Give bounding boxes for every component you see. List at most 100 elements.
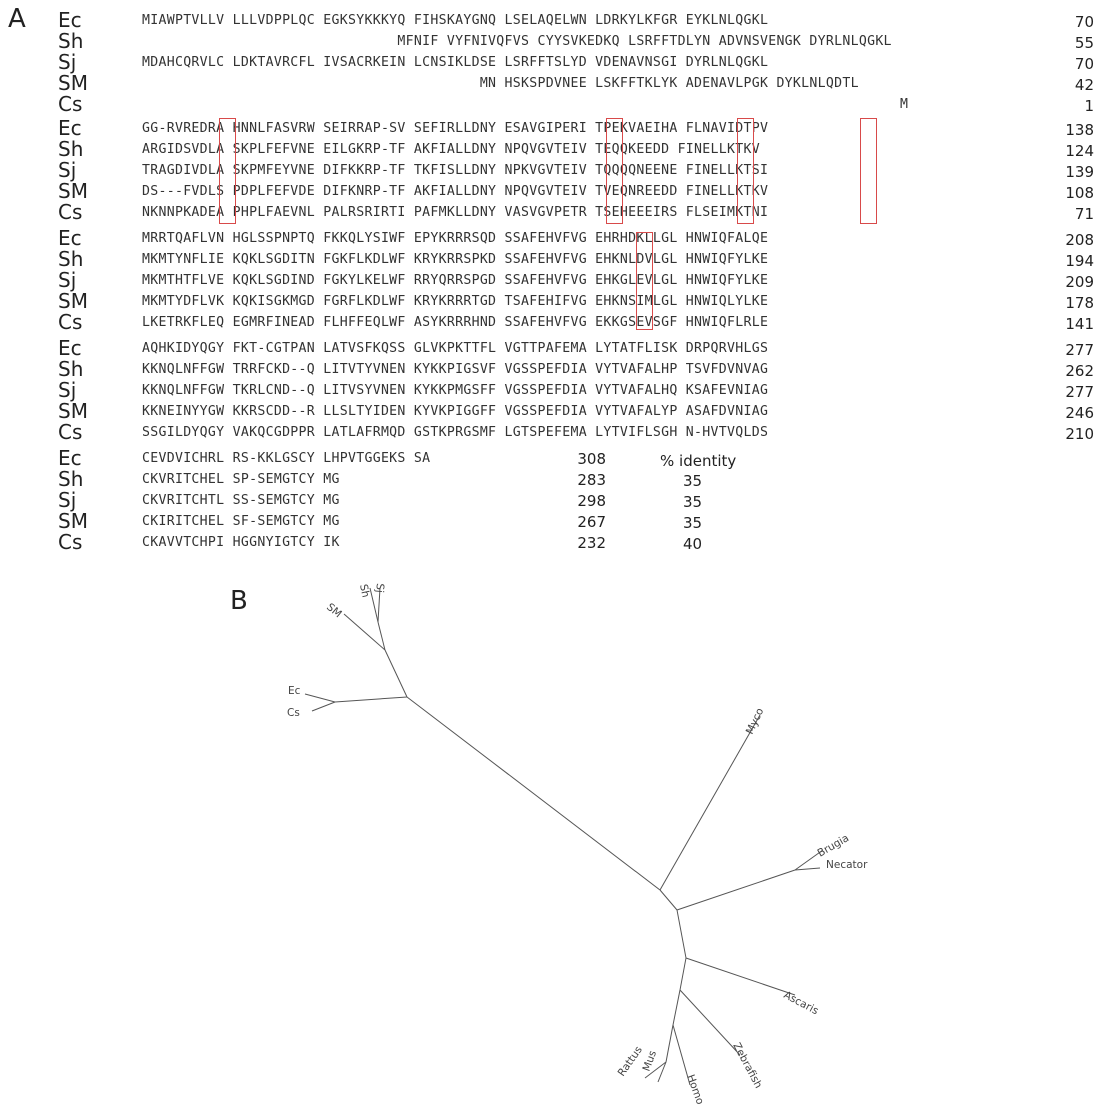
residue-position: 208 bbox=[1065, 231, 1094, 249]
residue-position: 124 bbox=[1065, 142, 1094, 160]
tree-branch bbox=[659, 889, 678, 911]
residue-position: 246 bbox=[1065, 404, 1094, 422]
species-label: Ec bbox=[58, 116, 82, 140]
tree-leaf-label: Myco bbox=[744, 706, 766, 736]
alignment-row: Sj MDAHCQRVLC LDKTAVRCFL IVSACRKEIN LCNSI… bbox=[0, 50, 1112, 75]
species-label: Cs bbox=[58, 420, 83, 444]
tree-branch bbox=[794, 849, 824, 871]
residue-position: 277 bbox=[1065, 383, 1094, 401]
species-label: Cs bbox=[58, 200, 83, 224]
alignment-panel: A Ec MIAWPTVLLV LLLVDPPLQC EGKSYKKKYQ FIH… bbox=[0, 4, 1112, 554]
sequence-text: AQHKIDYQGY FKT-CGTPAN LATVSFKQSS GLVKPKT… bbox=[142, 341, 769, 356]
tree-branch bbox=[676, 869, 796, 911]
tree-branch bbox=[657, 1061, 667, 1083]
tree-branch bbox=[406, 696, 661, 891]
residue-position: 262 bbox=[1065, 362, 1094, 380]
tree-branch bbox=[672, 989, 681, 1026]
percent-identity-value: 40 bbox=[683, 535, 703, 553]
species-label: SM bbox=[58, 71, 88, 95]
percent-identity-value: 35 bbox=[683, 472, 703, 490]
sequence-text: DS---FVDLS PDPLFEFVDE DIFKNRP-TF AKFIALL… bbox=[142, 184, 769, 199]
tree-leaf-label: Brugia bbox=[816, 832, 852, 859]
alignment-row: Cs NKNNPKADEA PHPLFAEVNL PALRSRIRTI PAFMK… bbox=[0, 200, 1112, 225]
tree-branch bbox=[672, 1024, 691, 1086]
tree-branch bbox=[794, 867, 821, 871]
tree-branch bbox=[343, 613, 386, 651]
sequence-text: MKMTYDFLVK KQKISGKMGD FGRFLKDLWF KRYKRRR… bbox=[142, 294, 769, 309]
tree-leaf-label: Necator bbox=[826, 859, 868, 871]
species-label: Ec bbox=[58, 336, 82, 360]
species-label: SM bbox=[58, 179, 88, 203]
residue-position: 141 bbox=[1065, 315, 1094, 333]
tree-leaf-label: Sh bbox=[357, 583, 372, 599]
sequence-length: 267 bbox=[577, 513, 606, 531]
residue-position: 277 bbox=[1065, 341, 1094, 359]
alignment-row: SM MN HSKSPDVNEE LSKFFTKLYK ADENAVLPGK D… bbox=[0, 71, 1112, 96]
alignment-row: Sh MFNIF VYFNIVQFVS CYYSVKEDKQ LSRFFTDLY… bbox=[0, 30, 1112, 54]
alignment-row: Ec AQHKIDYQGY FKT-CGTPAN LATVSFKQSS GLVKP… bbox=[0, 336, 1112, 361]
species-label: SM bbox=[58, 509, 88, 533]
sequence-text: M bbox=[142, 97, 909, 112]
species-label: Sj bbox=[58, 158, 77, 182]
species-label: Ec bbox=[58, 446, 82, 470]
tree-leaf-label: Sj bbox=[373, 583, 386, 594]
tree-branch bbox=[676, 909, 687, 959]
tree-leaf-label: Homo bbox=[684, 1073, 706, 1106]
sequence-text: MN HSKSPDVNEE LSKFFTKLYK ADENAVLPGK DYKL… bbox=[142, 76, 859, 91]
conserved-residue-box bbox=[219, 118, 236, 224]
tree-branch bbox=[334, 696, 408, 703]
sequence-text: MDAHCQRVLC LDKTAVRCFL IVSACRKEIN LCNSIKL… bbox=[142, 55, 769, 70]
tree-branch bbox=[304, 693, 336, 703]
sequence-text: KKNQLNFFGW TRRFCKD--Q LITVTYVNEN KYKKPIG… bbox=[142, 362, 769, 377]
sequence-text: NKNNPKADEA PHPLFAEVNL PALRSRIRTI PAFMKLL… bbox=[142, 205, 769, 220]
sequence-length: 232 bbox=[577, 534, 606, 552]
percent-identity-value: 35 bbox=[683, 493, 703, 511]
sequence-text: MFNIF VYFNIVQFVS CYYSVKEDKQ LSRFFTDLYN A… bbox=[142, 34, 892, 49]
conserved-residue-box bbox=[737, 118, 754, 224]
tree-leaf-label: Ascaris bbox=[782, 989, 821, 1017]
species-label: Sj bbox=[58, 50, 77, 74]
species-label: Cs bbox=[58, 92, 83, 116]
tree-leaf-label: Cs bbox=[287, 707, 300, 719]
panel-a-label: A bbox=[8, 4, 26, 34]
sequence-text: CKIRITCHEL SF-SEMGTCY MG bbox=[142, 514, 340, 529]
tree-leaf-label: Zebrafish bbox=[730, 1041, 764, 1091]
species-label: Sh bbox=[58, 357, 84, 381]
sequence-text: LKETRKFLEQ EGMRFINEAD FLHFFEQLWF ASYKRRR… bbox=[142, 315, 769, 330]
tree-branch bbox=[665, 1024, 674, 1063]
tree-branch bbox=[311, 701, 336, 712]
species-label: Ec bbox=[58, 8, 82, 32]
tree-branch bbox=[679, 989, 741, 1056]
sequence-text: ARGIDSVDLA SKPLFEFVNE EILGKRP-TF AKFIALL… bbox=[142, 142, 760, 157]
residue-position: 138 bbox=[1065, 121, 1094, 139]
species-label: Sh bbox=[58, 467, 84, 491]
residue-position: 42 bbox=[1074, 76, 1094, 94]
residue-position: 210 bbox=[1065, 425, 1094, 443]
species-label: Ec bbox=[58, 226, 82, 250]
tree-branch bbox=[384, 649, 408, 698]
alignment-row: SM DS---FVDLS PDPLFEFVDE DIFKNRP-TF AKFIA… bbox=[0, 179, 1112, 204]
tree-branch bbox=[679, 957, 687, 991]
residue-position: 55 bbox=[1074, 34, 1094, 52]
conserved-residue-box bbox=[606, 118, 623, 224]
tree-branch bbox=[369, 587, 379, 623]
sequence-length: 283 bbox=[577, 471, 606, 489]
residue-position: 70 bbox=[1074, 55, 1094, 73]
species-label: Cs bbox=[58, 530, 83, 554]
alignment-row: Cs M 1 bbox=[0, 92, 1112, 117]
residue-position: 1 bbox=[1084, 97, 1094, 115]
panel-b-label: B bbox=[230, 586, 248, 616]
sequence-text: MIAWPTVLLV LLLVDPPLQC EGKSYKKKYQ FIHSKAY… bbox=[142, 13, 769, 28]
alignment-row: Sh KKNQLNFFGW TRRFCKD--Q LITVTYVNEN KYKKP… bbox=[0, 357, 1112, 382]
species-label: SM bbox=[58, 399, 88, 423]
species-label: Sj bbox=[58, 378, 77, 402]
residue-position: 178 bbox=[1065, 294, 1094, 312]
sequence-text: CKVRITCHTL SS-SEMGTCY MG bbox=[142, 493, 340, 508]
